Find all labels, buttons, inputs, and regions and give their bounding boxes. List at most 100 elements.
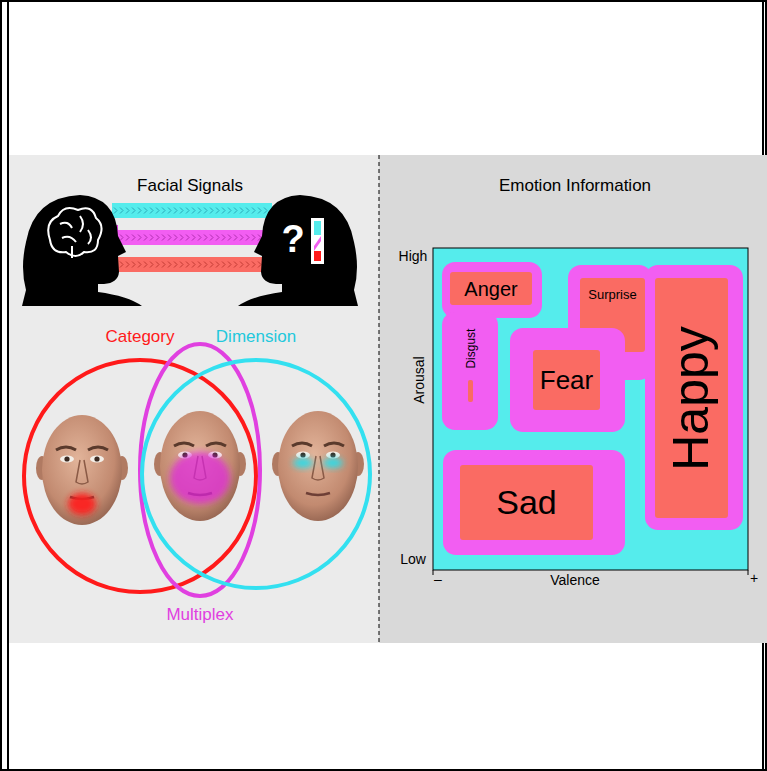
chevron bbox=[168, 262, 171, 268]
chevron bbox=[120, 208, 123, 214]
emotion-label: Fear bbox=[540, 366, 593, 395]
chevron bbox=[174, 208, 177, 214]
chevron bbox=[126, 262, 129, 268]
chevron bbox=[198, 208, 201, 214]
left-panel bbox=[9, 155, 379, 643]
category-signal-band bbox=[116, 257, 272, 272]
axis-tick bbox=[433, 570, 434, 575]
dimension-signal-band bbox=[112, 203, 272, 218]
chevron bbox=[156, 208, 159, 214]
chevron bbox=[150, 208, 153, 214]
chevron bbox=[204, 262, 207, 268]
chevron bbox=[210, 208, 213, 214]
chevron bbox=[234, 235, 237, 241]
chevron bbox=[150, 235, 153, 241]
chevron bbox=[246, 262, 249, 268]
chevron bbox=[192, 235, 195, 241]
chevron bbox=[246, 208, 249, 214]
chevron bbox=[192, 262, 195, 268]
chevron bbox=[174, 262, 177, 268]
group-heading: Category bbox=[106, 328, 175, 347]
chevron bbox=[210, 262, 213, 268]
emotion-label: Anger bbox=[464, 278, 517, 300]
chevron bbox=[114, 208, 117, 214]
chevron bbox=[228, 262, 231, 268]
chevron bbox=[252, 235, 255, 241]
chevron bbox=[204, 208, 207, 214]
chevron bbox=[216, 235, 219, 241]
axis-title: Arousal bbox=[412, 356, 427, 403]
emotion-label: Disgust bbox=[465, 329, 478, 369]
chevron bbox=[174, 235, 177, 241]
chevron bbox=[222, 208, 225, 214]
chevron bbox=[132, 262, 135, 268]
chevron bbox=[144, 262, 147, 268]
multiplex-signal-band bbox=[116, 230, 272, 245]
chevron bbox=[240, 208, 243, 214]
chevron bbox=[246, 235, 249, 241]
face-avatar bbox=[154, 411, 246, 521]
panel-title: Facial Signals bbox=[137, 177, 243, 196]
chevron bbox=[216, 208, 219, 214]
sad-region: Sad bbox=[443, 450, 625, 555]
dimension-circle: Dimension bbox=[140, 358, 372, 590]
chevron bbox=[186, 235, 189, 241]
chevron bbox=[168, 235, 171, 241]
chevron bbox=[156, 235, 159, 241]
chevron bbox=[234, 208, 237, 214]
face-illustrations bbox=[36, 411, 364, 525]
chevron bbox=[126, 235, 129, 241]
axis-title: Valence bbox=[550, 573, 600, 588]
chevron bbox=[240, 235, 243, 241]
chevron bbox=[228, 208, 231, 214]
chevron bbox=[186, 208, 189, 214]
chevron bbox=[180, 262, 183, 268]
group-heading: Multiplex bbox=[166, 606, 233, 625]
chevron bbox=[144, 208, 147, 214]
valence-arousal-plot bbox=[433, 248, 748, 570]
axis-end-label: + bbox=[750, 571, 758, 586]
chevron bbox=[150, 262, 153, 268]
chevron bbox=[234, 262, 237, 268]
chevron bbox=[252, 262, 255, 268]
chevron bbox=[210, 235, 213, 241]
panel-divider bbox=[379, 155, 380, 643]
axis-tick-label: Low bbox=[400, 552, 426, 567]
receiver-head bbox=[238, 195, 358, 306]
chevron bbox=[126, 208, 129, 214]
signal-bar-icon bbox=[311, 218, 324, 264]
chevron bbox=[222, 235, 225, 241]
disgust-region: Disgust bbox=[442, 312, 498, 430]
chevron bbox=[162, 235, 165, 241]
chevron bbox=[264, 208, 267, 214]
sender-head bbox=[22, 195, 142, 306]
chevron bbox=[132, 235, 135, 241]
chevron bbox=[252, 208, 255, 214]
brain-icon bbox=[48, 208, 101, 258]
ellipse-outline bbox=[138, 342, 262, 598]
face-avatar bbox=[272, 411, 364, 521]
chevron bbox=[258, 208, 261, 214]
chevron bbox=[180, 235, 183, 241]
chevron bbox=[168, 208, 171, 214]
panel-title: Emotion Information bbox=[499, 177, 651, 196]
signal-chevrons bbox=[114, 208, 267, 268]
ellipse-outline bbox=[140, 358, 372, 590]
chevron bbox=[228, 235, 231, 241]
emotion-core bbox=[468, 380, 473, 402]
chevron bbox=[138, 235, 141, 241]
chevron bbox=[156, 262, 159, 268]
emotion-label: Surprise bbox=[588, 288, 636, 302]
chevron bbox=[258, 262, 261, 268]
chevron bbox=[162, 208, 165, 214]
chevron bbox=[186, 262, 189, 268]
chevron bbox=[162, 262, 165, 268]
chevron bbox=[222, 262, 225, 268]
question-mark: ? bbox=[281, 219, 304, 261]
axis-end-label: – bbox=[434, 572, 442, 587]
chevron bbox=[204, 235, 207, 241]
multiplex-ellipse: Multiplex bbox=[138, 342, 262, 598]
emotion-label: Sad bbox=[496, 484, 557, 521]
